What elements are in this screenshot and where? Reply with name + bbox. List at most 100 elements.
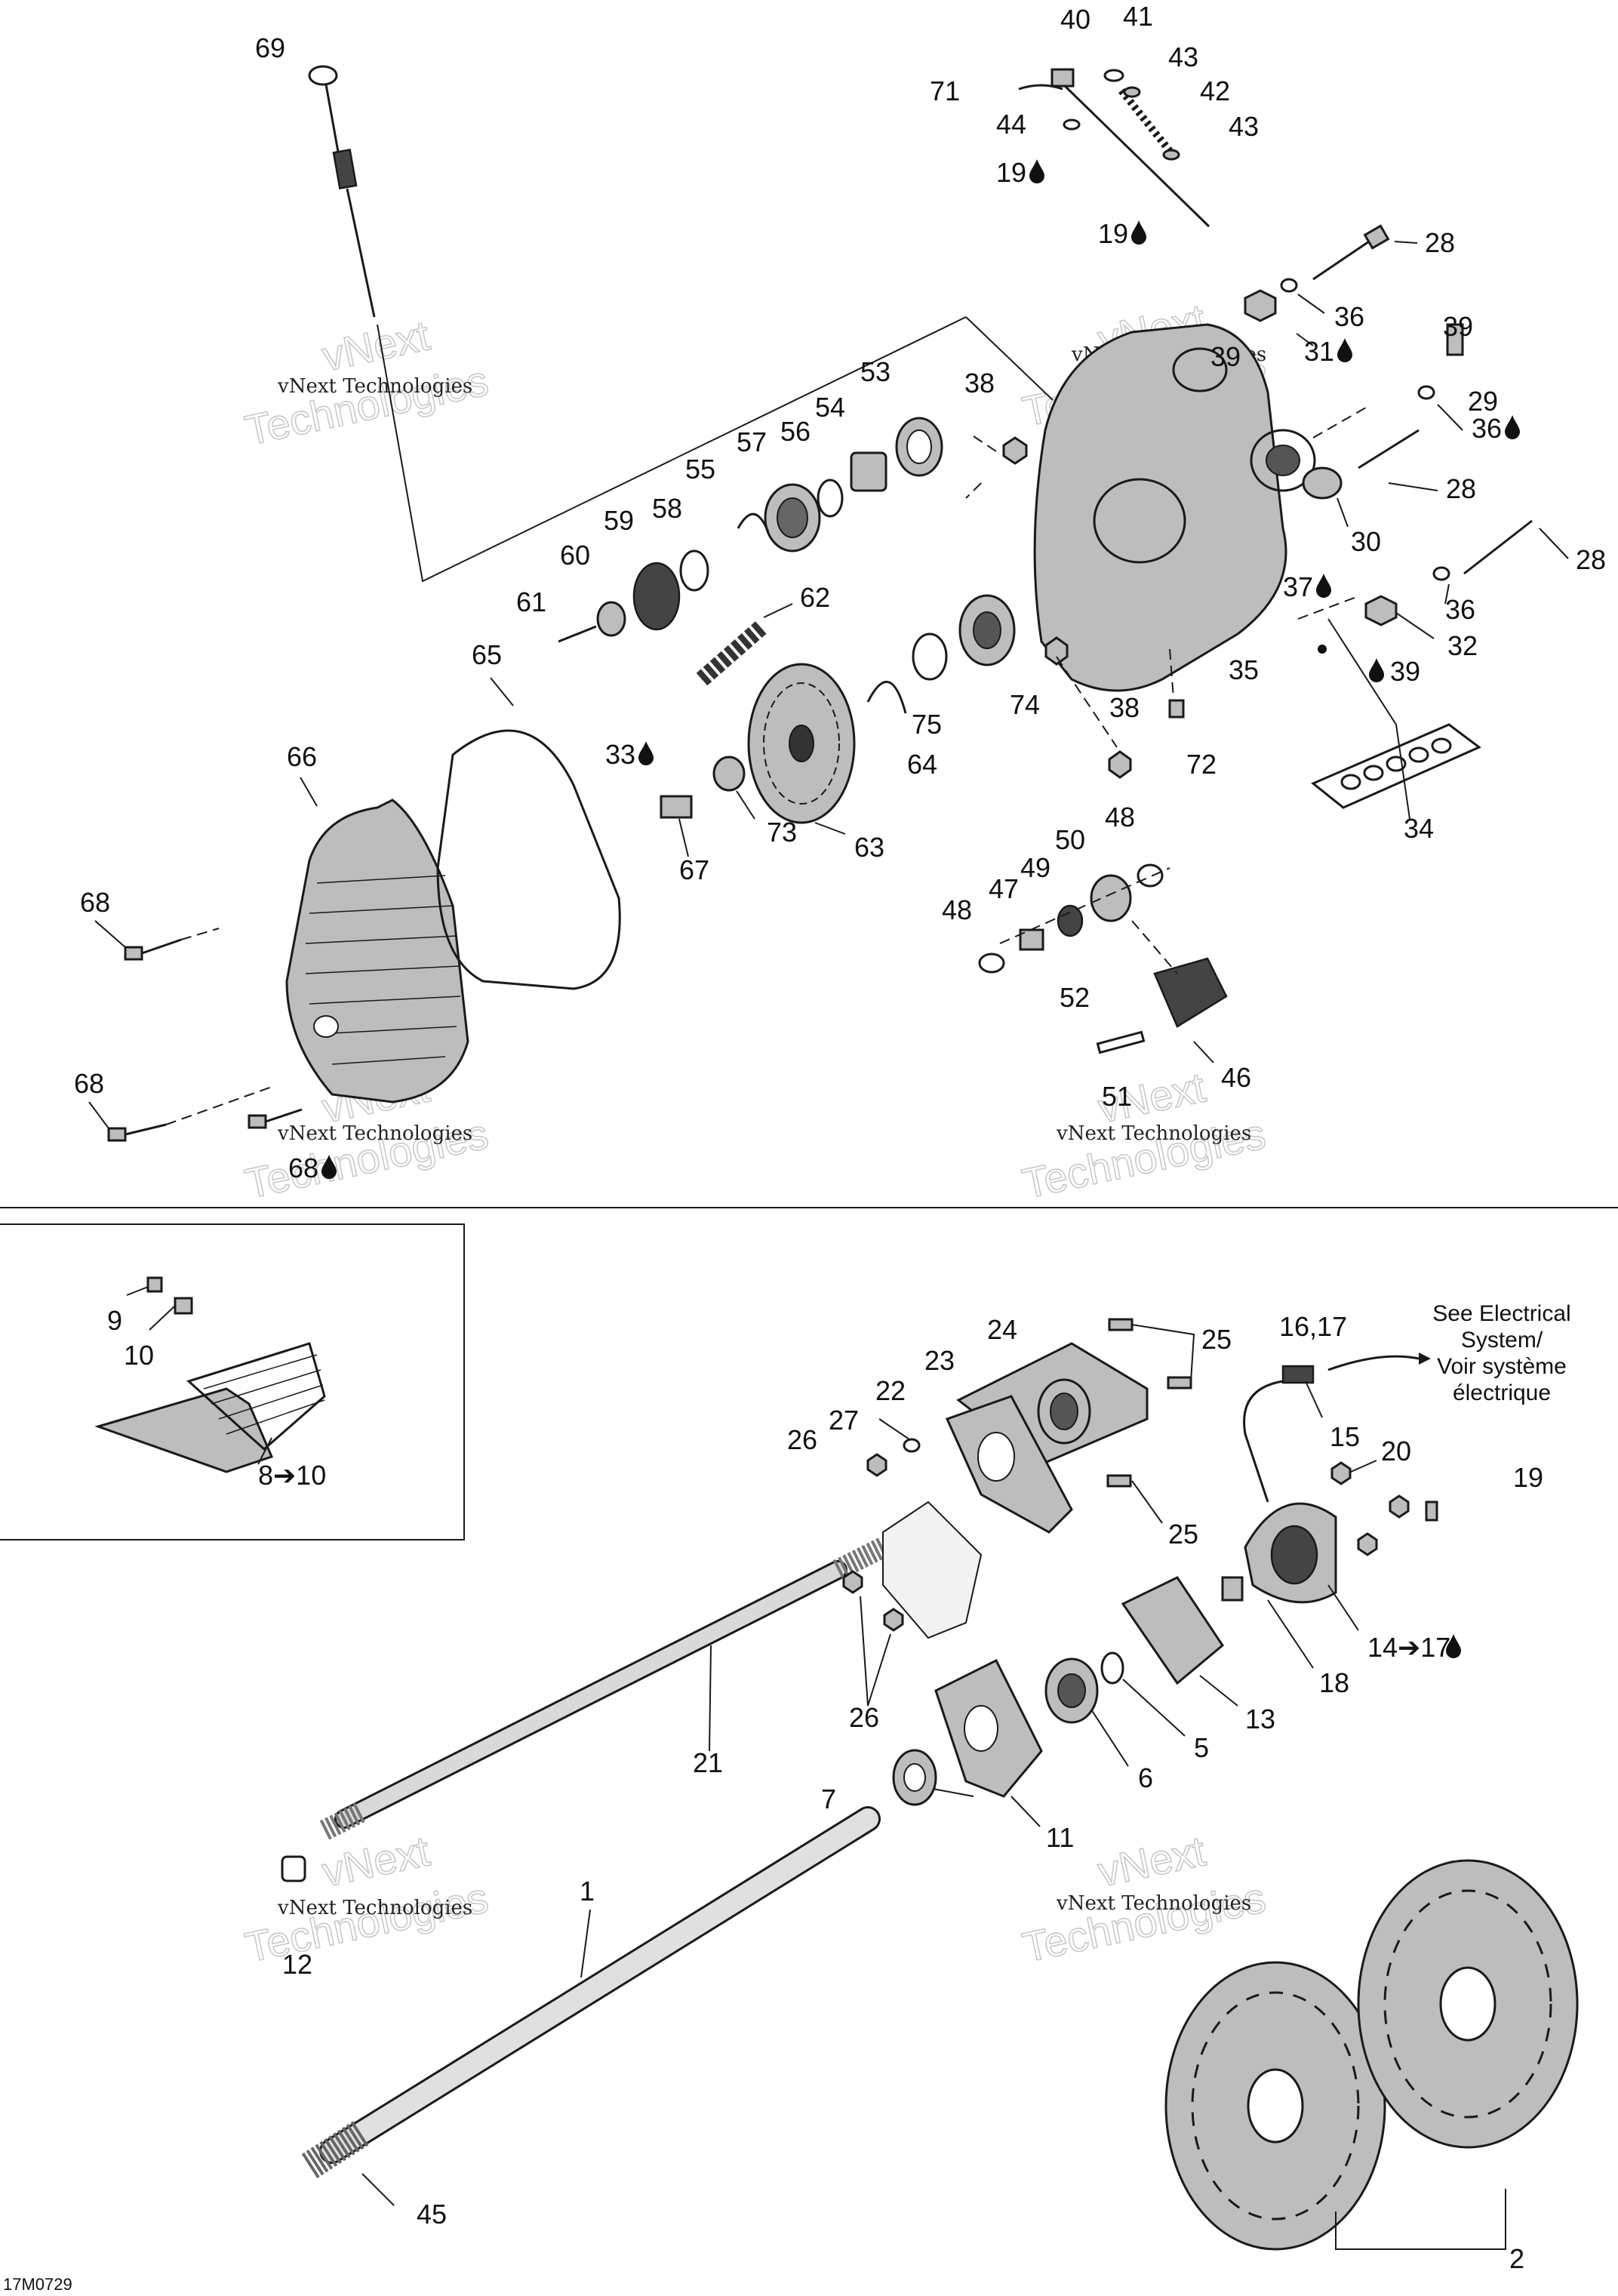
part-label: 66 xyxy=(287,741,317,772)
part-label: 39 xyxy=(1443,311,1473,342)
part-label: 1 xyxy=(580,1876,595,1907)
part-label: 48 xyxy=(942,894,972,925)
part-label: 54 xyxy=(815,392,845,423)
leader xyxy=(126,1286,149,1296)
bolt-25 xyxy=(1167,1376,1192,1390)
nut-26 xyxy=(866,1453,887,1477)
part-label: 27 xyxy=(829,1405,859,1436)
figure-code: 17M0729 xyxy=(3,2275,72,2294)
chain xyxy=(696,603,793,686)
connector-16 xyxy=(1281,1365,1315,1384)
sprocket-hub xyxy=(789,725,814,762)
nut-20 xyxy=(1357,1532,1378,1556)
bracket-26 xyxy=(842,1500,983,1707)
part-label: 2 xyxy=(1509,2243,1524,2274)
ring-5 xyxy=(1100,1651,1124,1685)
chaincase-cover xyxy=(285,677,621,1103)
spacer-58 xyxy=(679,549,709,592)
dipstick xyxy=(308,65,1054,583)
watermark-large: Technologies xyxy=(241,1873,492,1971)
leader xyxy=(736,790,755,820)
bolt-25 xyxy=(1108,1318,1134,1331)
nut-26 xyxy=(842,1570,863,1594)
part-label: 7 xyxy=(821,1784,836,1814)
part-label: 43 xyxy=(1229,111,1259,142)
part-label: 62 xyxy=(800,582,830,613)
part-label: 48 xyxy=(1105,802,1135,833)
part-label: 74 xyxy=(1010,689,1040,720)
part-label: 75 xyxy=(912,709,942,740)
bolt-head xyxy=(124,946,143,961)
part-label: 28 xyxy=(1446,473,1476,504)
part-label: 31 xyxy=(1304,336,1334,367)
nut-38-bottom xyxy=(1108,750,1132,779)
cover-ribs xyxy=(305,875,461,1065)
leader xyxy=(1267,1599,1314,1669)
part-label: 12 xyxy=(282,1949,312,1980)
part-label: 25 xyxy=(1201,1324,1232,1355)
bearing-inner xyxy=(1266,445,1300,476)
leader xyxy=(878,1418,910,1440)
part-label: 16,17 xyxy=(1279,1311,1347,1342)
part-label: 53 xyxy=(860,356,891,387)
leader xyxy=(1327,1584,1359,1631)
leader xyxy=(1394,241,1418,244)
part-label: 10 xyxy=(124,1340,154,1371)
part-label: 26 xyxy=(787,1424,817,1455)
plate-13 xyxy=(1121,1576,1224,1685)
housing-opening xyxy=(1172,347,1228,392)
part-label: 38 xyxy=(1109,692,1140,723)
circlip xyxy=(1123,86,1141,98)
inset-border xyxy=(0,1223,465,1540)
leader xyxy=(300,777,318,807)
bolt-shank xyxy=(141,938,182,955)
seal-7-bore xyxy=(903,1763,926,1792)
sprocket-teeth xyxy=(1191,1991,1360,2221)
lower-sprocket-stack xyxy=(660,594,1185,857)
track-clip xyxy=(174,1297,193,1315)
leader xyxy=(1090,1709,1129,1767)
bearing-housing-lower xyxy=(892,1576,1238,1827)
spacer-73 xyxy=(712,756,746,792)
track-clip xyxy=(146,1276,163,1293)
lubricant-drop-icon xyxy=(1446,1634,1461,1658)
leader xyxy=(94,920,126,948)
part-label: 14➔17 xyxy=(1367,1632,1450,1663)
part-label: 11 xyxy=(1046,1822,1074,1853)
part-label: 57 xyxy=(737,426,767,457)
alignment-line xyxy=(1131,920,1178,974)
part-label: 6 xyxy=(1138,1762,1153,1793)
leader xyxy=(1296,333,1314,346)
sprocket-leader xyxy=(1335,2189,1506,2250)
leader xyxy=(763,603,793,618)
leader xyxy=(1297,294,1325,314)
part-label: 47 xyxy=(989,873,1019,904)
part-label: 45 xyxy=(417,2199,447,2230)
speed-sensor xyxy=(1221,1353,1438,1669)
point-marker xyxy=(1318,645,1327,654)
alignment-line xyxy=(1169,648,1174,699)
lubricant-drop-icon xyxy=(638,741,654,765)
sprocket-teeth xyxy=(763,682,840,805)
part-label: 8➔10 xyxy=(258,1460,326,1491)
leader xyxy=(1350,1460,1377,1473)
bearing-6-inner xyxy=(1057,1673,1086,1708)
nut-38-lower xyxy=(1044,636,1069,666)
spacer xyxy=(1302,466,1343,500)
leader xyxy=(88,1101,109,1129)
o-ring xyxy=(1386,756,1407,772)
part-label: 60 xyxy=(560,540,590,571)
part-label: 19 xyxy=(1098,218,1128,249)
bolt-head xyxy=(107,1127,127,1142)
part-label: 32 xyxy=(1447,630,1478,661)
watermark-small: vNext Technologies xyxy=(1056,1892,1251,1915)
part-label: 37 xyxy=(1283,571,1313,602)
note-line-4: électrique xyxy=(1453,1380,1551,1405)
part-label: 26 xyxy=(849,1702,879,1733)
o-ring xyxy=(1408,746,1429,763)
leader xyxy=(490,677,514,706)
bearing-74-inner xyxy=(973,611,1001,649)
track-lugs xyxy=(186,1342,326,1451)
leader xyxy=(1395,612,1435,639)
sensor-bearing xyxy=(1270,1525,1318,1585)
